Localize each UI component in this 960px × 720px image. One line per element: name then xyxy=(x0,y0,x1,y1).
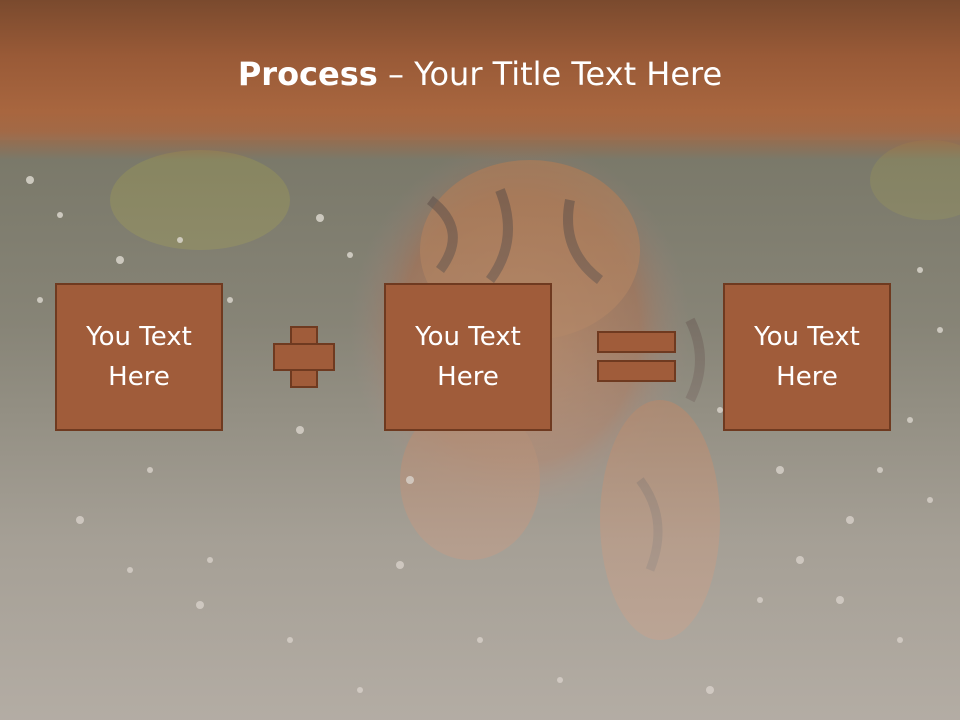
box-line-2: Here xyxy=(437,362,499,392)
slide-title: Process – Your Title Text Here xyxy=(0,54,960,94)
plus-center xyxy=(292,345,316,369)
header-band xyxy=(0,0,960,160)
box-line-1: You Text xyxy=(86,322,192,352)
title-strong: Process xyxy=(237,55,378,93)
equals-top-bar xyxy=(597,331,676,353)
process-box-1[interactable]: You Text Here xyxy=(55,283,223,431)
process-box-2[interactable]: You Text Here xyxy=(384,283,552,431)
title-rest: – Your Title Text Here xyxy=(377,55,723,93)
process-box-text: You Text Here xyxy=(415,317,521,397)
process-box-3[interactable]: You Text Here xyxy=(723,283,891,431)
box-line-2: Here xyxy=(108,362,170,392)
box-line-1: You Text xyxy=(754,322,860,352)
box-line-2: Here xyxy=(776,362,838,392)
process-box-text: You Text Here xyxy=(754,317,860,397)
equals-bottom-bar xyxy=(597,360,676,382)
process-box-text: You Text Here xyxy=(86,317,192,397)
box-line-1: You Text xyxy=(415,322,521,352)
